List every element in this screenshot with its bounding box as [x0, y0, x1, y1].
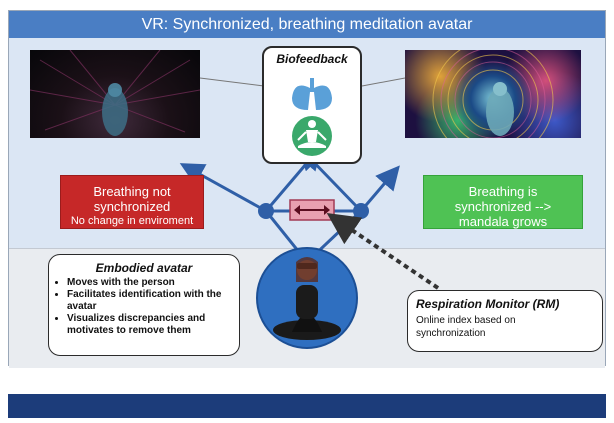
respiration-monitor-description: Online index based on synchronization: [416, 315, 516, 339]
link-line-right: [361, 77, 406, 87]
sync-arrow-right-head-icon: [324, 205, 330, 215]
list-item: Facilitates identification with the avat…: [67, 289, 231, 313]
status-not-sync-line3: No change in enviroment: [70, 215, 194, 227]
list-item: Visualizes discrepancies and motivates t…: [67, 313, 231, 337]
arrow-to-left-scene: [179, 163, 267, 213]
status-sync-line1: Breathing is: [468, 184, 538, 199]
diagram-title: VR: Synchronized, breathing meditation a…: [9, 11, 605, 38]
footer-bar: [8, 394, 606, 418]
arrow-to-right-scene: [359, 165, 400, 212]
list-item: Moves with the person: [67, 277, 231, 289]
status-sync-line3: mandala grows: [458, 214, 548, 229]
sync-arrow-left-head-icon: [294, 205, 300, 215]
biofeedback-title: Biofeedback: [276, 52, 348, 66]
rm-dashed-arrow: [326, 213, 440, 290]
dark-environment-image: [30, 50, 200, 136]
person-circle: [256, 247, 358, 349]
status-sync-line2: synchronized -->: [454, 199, 552, 214]
biofeedback-icons: [292, 78, 332, 156]
status-synchronized: Breathing is synchronized --> mandala gr…: [423, 175, 583, 229]
lungs-icon: [292, 78, 332, 110]
status-not-synchronized: Breathing not synchronized No change in …: [60, 175, 204, 229]
link-line-left: [199, 77, 265, 87]
embodied-avatar-title: Embodied avatar: [95, 261, 193, 275]
vr-scene-synchronized: [405, 50, 581, 138]
node-left: [258, 203, 274, 219]
node-right: [353, 203, 369, 219]
biofeedback-box: Biofeedback: [262, 46, 362, 164]
respiration-monitor-title: Respiration Monitor (RM): [416, 297, 560, 311]
vr-scene-unsynchronized: [30, 50, 200, 138]
embodied-avatar-card: Embodied avatar Moves with the person Fa…: [48, 254, 240, 356]
status-not-sync-line2: synchronized: [93, 199, 171, 214]
mandala-environment-image: [432, 50, 554, 138]
respiration-monitor-card: Respiration Monitor (RM) Online index ba…: [407, 290, 603, 352]
meditation-person-icon: [292, 116, 332, 156]
embodied-avatar-list: Moves with the person Facilitates identi…: [57, 277, 231, 337]
status-not-sync-line1: Breathing not: [93, 184, 171, 199]
